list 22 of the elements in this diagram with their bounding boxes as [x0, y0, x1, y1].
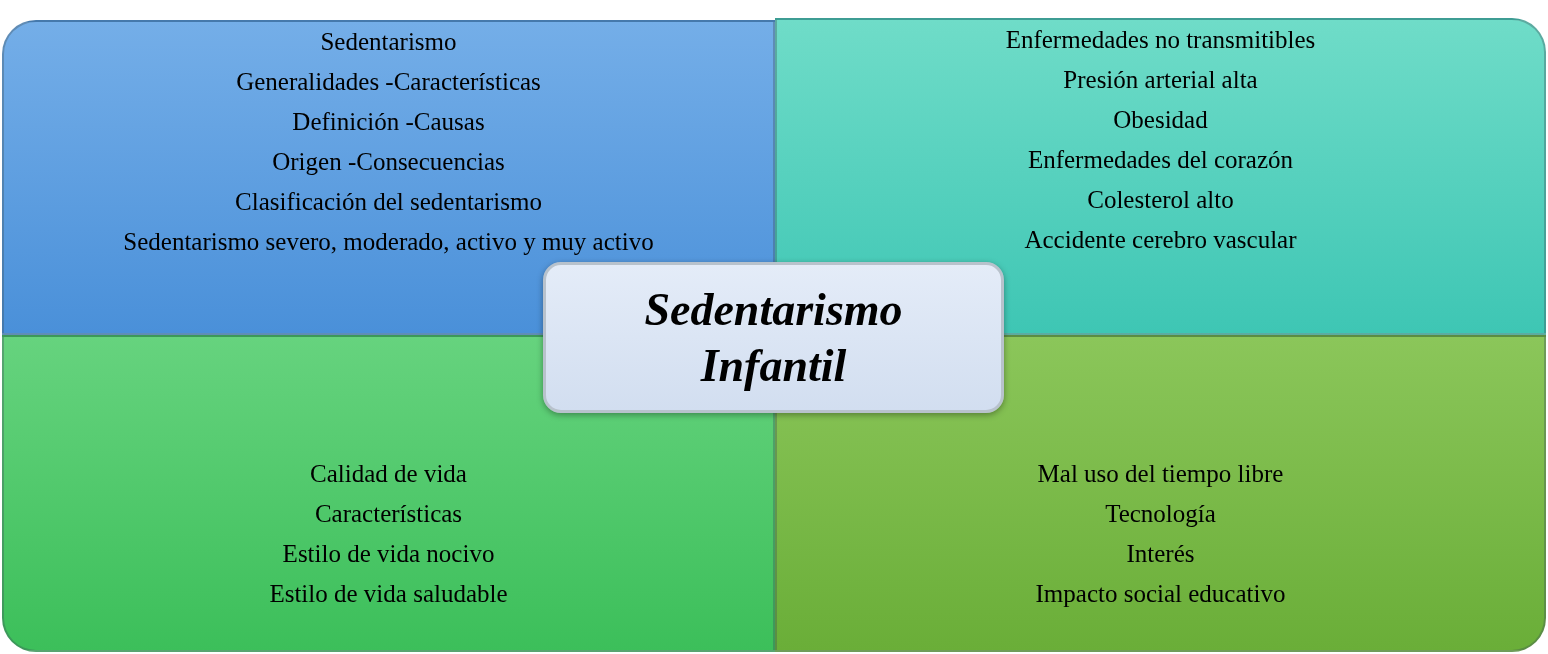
- topic-text: Enfermedades del corazón: [1027, 145, 1294, 175]
- topic-text: Impacto social educativo: [1035, 579, 1286, 609]
- topic-text: Obesidad: [1113, 105, 1208, 135]
- topic-text: Características: [314, 499, 463, 529]
- title-box: [543, 262, 1004, 413]
- topic-text: Clasificación del sedentarismo: [235, 187, 542, 217]
- topic-text: Enfermedades no transmitibles: [1005, 25, 1316, 55]
- topic-text: Tecnología: [1105, 499, 1216, 529]
- topic-text: Estilo de vida nocivo: [282, 539, 495, 569]
- topic-text: Definición -Causas: [292, 107, 485, 137]
- topic-text: Accidente cerebro vascular: [1024, 225, 1297, 255]
- topic-text: Mal uso del tiempo libre: [1037, 459, 1284, 489]
- topic-text: Generalidades -Características: [236, 67, 541, 97]
- topic-text: Interés: [1126, 539, 1195, 569]
- topic-text: Colesterol alto: [1087, 185, 1234, 215]
- topic-text: Presión arterial alta: [1063, 65, 1258, 95]
- title-text: Sedentarismo Infantil: [643, 282, 904, 393]
- topic-text: Sedentarismo severo, moderado, activo y muy activo: [123, 227, 654, 257]
- topic-text: Estilo de vida saludable: [269, 579, 508, 609]
- topic-text: Calidad de vida: [310, 459, 467, 489]
- topic-text: Origen -Consecuencias: [272, 147, 505, 177]
- topic-text: Sedentarismo: [320, 27, 457, 57]
